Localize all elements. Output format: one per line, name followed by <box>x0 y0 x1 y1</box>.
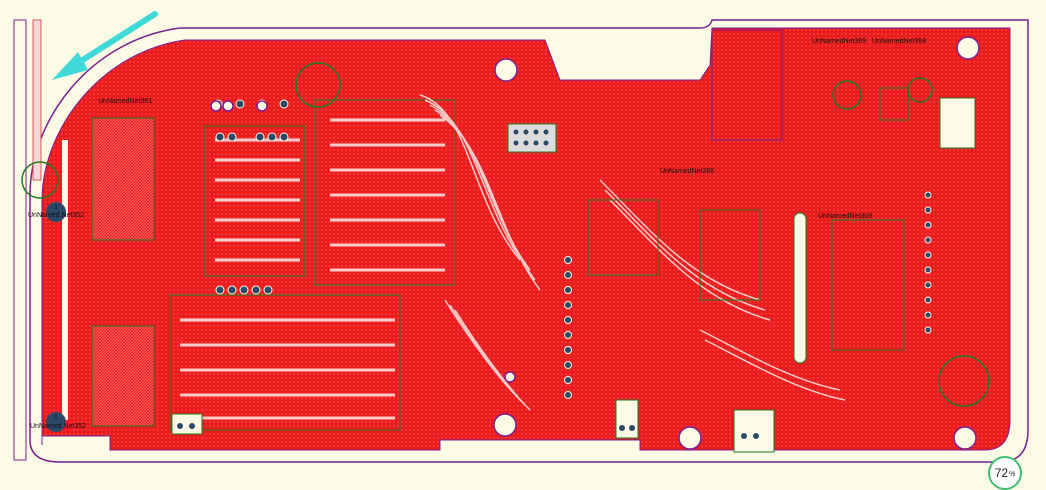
right-ic-block <box>831 219 905 351</box>
left-header-block-top <box>91 117 155 241</box>
zoom-value: 72 <box>994 466 1009 480</box>
top-header-block <box>507 123 557 153</box>
top-header-pins <box>513 129 549 146</box>
component-array-upper <box>169 99 456 431</box>
top-right-connector <box>939 97 976 149</box>
bottom-connector-pins <box>177 423 759 439</box>
left-mount-pads <box>46 202 66 432</box>
top-right-region <box>711 29 783 141</box>
label-top-left-part: UnNamedNet381 <box>98 98 152 105</box>
label-hole-1-pad: 1 <box>54 204 58 211</box>
label-top-right-part-2: UnNamedNet368 <box>872 38 926 45</box>
board-outline <box>29 19 1029 463</box>
label-mount-hole-2: UnNamed.Net352 <box>30 423 86 430</box>
left-header-block-bottom <box>91 325 155 427</box>
green-markers <box>21 62 990 407</box>
label-top-right-part-1: UnNamedNet369 <box>812 38 866 45</box>
center-bus-traces <box>419 94 846 411</box>
annotation-arrow <box>52 11 158 80</box>
label-right-mid-part: UnNamedNet369 <box>818 213 872 220</box>
center-pin-column <box>564 256 572 399</box>
resistor-traces <box>180 118 445 420</box>
right-pin-column <box>924 191 932 334</box>
zoom-indicator[interactable]: 72% <box>988 456 1022 490</box>
label-mount-hole-1: UnNamed.Net352 <box>28 212 84 219</box>
pad-rows <box>213 99 289 295</box>
label-center-part: UnNamedNet386 <box>660 168 714 175</box>
left-connector-bar <box>32 19 42 181</box>
center-ic-outline <box>587 199 659 276</box>
label-hole-2-pad: 1 <box>54 414 58 421</box>
mounting-holes <box>210 36 980 450</box>
center-ic-body <box>699 209 761 301</box>
left-edge-strip <box>13 19 27 461</box>
top-right-sub-block <box>879 87 909 121</box>
copper-pour-main <box>41 27 1011 451</box>
zoom-unit: % <box>1009 471 1016 478</box>
right-slot <box>793 212 807 364</box>
